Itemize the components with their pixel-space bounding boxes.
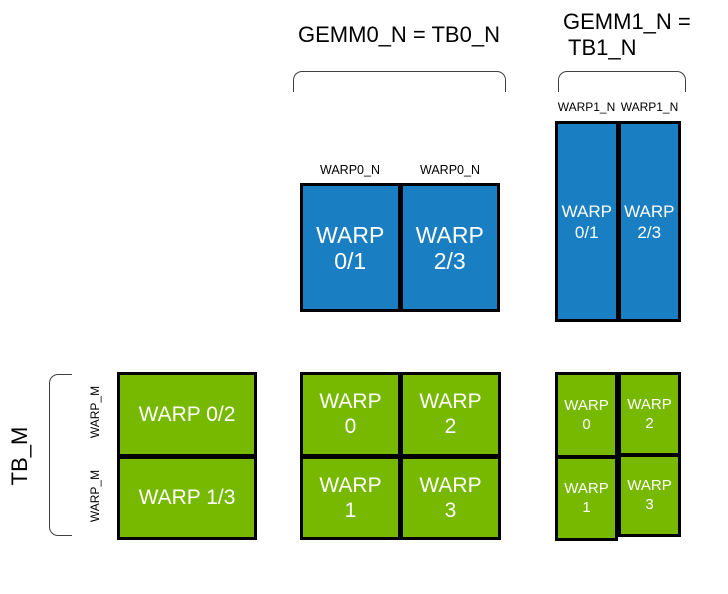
warp-cell-line1: WARP 0/2 xyxy=(138,402,236,426)
warp-cell-line1: WARP xyxy=(561,201,612,221)
warp-cell-line1: WARP xyxy=(564,480,609,498)
warp-m-label-top: WARP_M xyxy=(88,385,102,439)
tb-m-label: TB_M xyxy=(7,426,32,486)
warp-cell-line1: WARP xyxy=(627,477,672,495)
warp-cell: WARP 2 xyxy=(621,375,678,453)
warp-cell-line2: 2 xyxy=(645,414,654,432)
gemm1-n-title-line2: TB1_N xyxy=(568,35,637,60)
gemm1-green-warp-grid-col-right: WARP 2 WARP 3 xyxy=(618,372,681,537)
warp-cell: WARP 0/1 xyxy=(558,124,616,319)
warp1-n-label-left: WARP1_N xyxy=(557,100,616,114)
warp-cell-line2: 0 xyxy=(344,415,357,439)
warp-cell-line2: 1 xyxy=(344,498,357,522)
warp-cell-line2: 3 xyxy=(444,498,457,522)
warp-cell-line2: 2/3 xyxy=(637,222,662,242)
warp-cell-line2: 2/3 xyxy=(433,247,466,274)
gemm1-blue-warp-grid: WARP 0/1 WARP 2/3 xyxy=(555,121,681,322)
warp-cell-line1: WARP xyxy=(415,221,484,248)
warp-cell-line2: 2 xyxy=(444,415,457,439)
warp-cell-line2: 0/1 xyxy=(574,222,599,242)
warp0-n-label-left: WARP0_N xyxy=(320,163,380,177)
warp-cell: WARP 1/3 xyxy=(120,458,254,537)
gemm1-n-title: GEMM1_N = TB1_N xyxy=(563,9,718,61)
warp-cell: WARP 2/3 xyxy=(620,124,678,319)
warp-cell: WARP 0 xyxy=(303,375,398,454)
gemm0-n-extent-bracket xyxy=(293,71,506,92)
warp-cell-line2: 0 xyxy=(582,415,591,433)
warp-cell-line2: 3 xyxy=(645,496,654,514)
warp-cell: WARP 3 xyxy=(403,458,498,537)
gemm0-blue-warp-grid: WARP 0/1 WARP 2/3 xyxy=(300,183,500,312)
warp-cell: WARP 2 xyxy=(403,375,498,454)
warp-cell-line1: WARP xyxy=(627,395,672,413)
tbm-green-warp-grid: WARP 0/2 WARP 1/3 xyxy=(117,372,257,540)
gemm0-n-title: GEMM0_N = TB0_N xyxy=(298,22,500,47)
warp-cell-line2: 1 xyxy=(582,499,591,517)
warp-cell: WARP 0/1 xyxy=(303,186,398,309)
warp-cell-line1: WARP xyxy=(624,201,675,221)
gemm1-green-warp-grid-col-left: WARP 0 WARP 1 xyxy=(555,372,618,541)
warp-cell-line1: WARP xyxy=(419,390,482,414)
warp-cell: WARP 3 xyxy=(621,456,678,534)
warp-cell: WARP 0/2 xyxy=(120,375,254,454)
warp-m-label-bottom: WARP_M xyxy=(88,469,102,523)
warp-cell-line1: WARP xyxy=(319,390,382,414)
warp-cell-line1: WARP xyxy=(319,473,382,497)
warp-cell-line1: WARP xyxy=(316,221,385,248)
warp-cell-line1: WARP xyxy=(564,396,609,414)
warp0-n-label-right: WARP0_N xyxy=(420,163,480,177)
gemm1-n-title-line1: GEMM1_N = xyxy=(563,9,691,34)
gemm0-green-warp-grid: WARP 0 WARP 2 WARP 1 WARP 3 xyxy=(300,372,501,540)
warp-cell: WARP 1 xyxy=(558,458,615,538)
warp-cell: WARP 2/3 xyxy=(402,186,497,309)
warp-cell: WARP 1 xyxy=(303,458,398,537)
warp-cell-line2: 0/1 xyxy=(334,247,367,274)
tb-m-extent-bracket xyxy=(49,374,72,536)
warp-cell: WARP 0 xyxy=(558,375,615,455)
warp-cell-line1: WARP 1/3 xyxy=(138,486,236,510)
gemm1-n-extent-bracket xyxy=(558,71,686,92)
warp-cell-line1: WARP xyxy=(419,473,482,497)
warp1-n-label-right: WARP1_N xyxy=(620,100,679,114)
